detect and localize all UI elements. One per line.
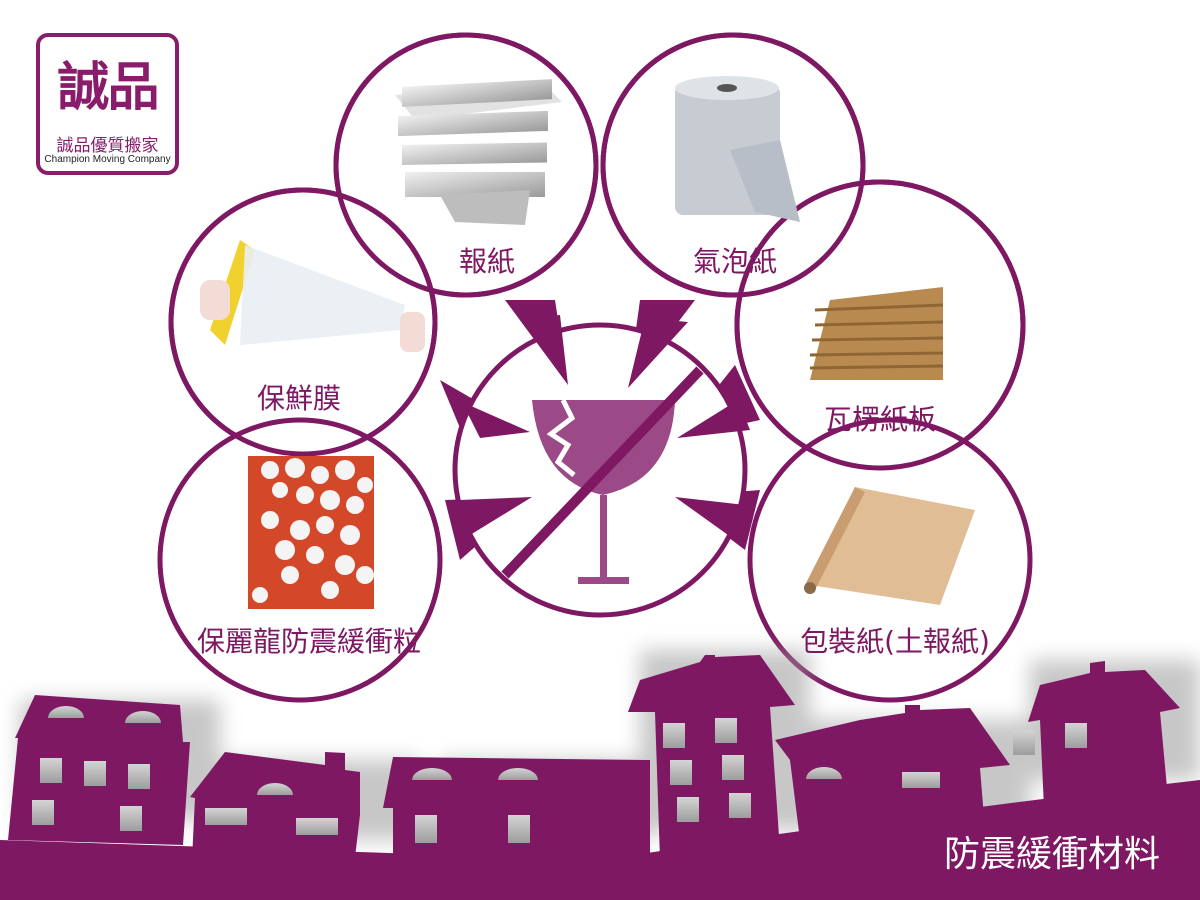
label-stretch-film: 保鮮膜 <box>256 382 342 415</box>
corrugated-cardboard-image <box>809 287 944 380</box>
stretch-film-image <box>200 240 425 352</box>
footer-title: 防震緩衝材料 <box>943 834 1160 875</box>
label-kraft-paper: 包裝紙(土報紙) <box>800 625 990 658</box>
fragile-glass-prohibited-icon <box>501 366 704 584</box>
logo-name-zh: 誠品優質搬家 <box>56 136 159 156</box>
label-styrofoam-beads: 保麗龍防震緩衝粒 <box>196 625 422 658</box>
label-newspaper: 報紙 <box>458 245 516 278</box>
kraft-paper-roll-image <box>804 487 975 605</box>
company-logo: 誠品 誠品優質搬家 Champion Moving Company <box>36 33 179 175</box>
house-4 <box>628 655 795 860</box>
label-cardboard: 瓦楞紙板 <box>823 403 937 436</box>
bubble-wrap-roll-image <box>675 76 800 222</box>
house-windows <box>32 706 1087 843</box>
label-bubble-wrap: 氣泡紙 <box>692 245 778 278</box>
newspaper-stack-image <box>395 79 562 225</box>
logo-name-en: Champion Moving Company <box>44 154 171 165</box>
logo-mark: 誠品 <box>57 57 159 118</box>
styrofoam-beads-image <box>248 456 374 609</box>
house-5 <box>775 705 1010 840</box>
ground-band <box>0 780 1200 900</box>
